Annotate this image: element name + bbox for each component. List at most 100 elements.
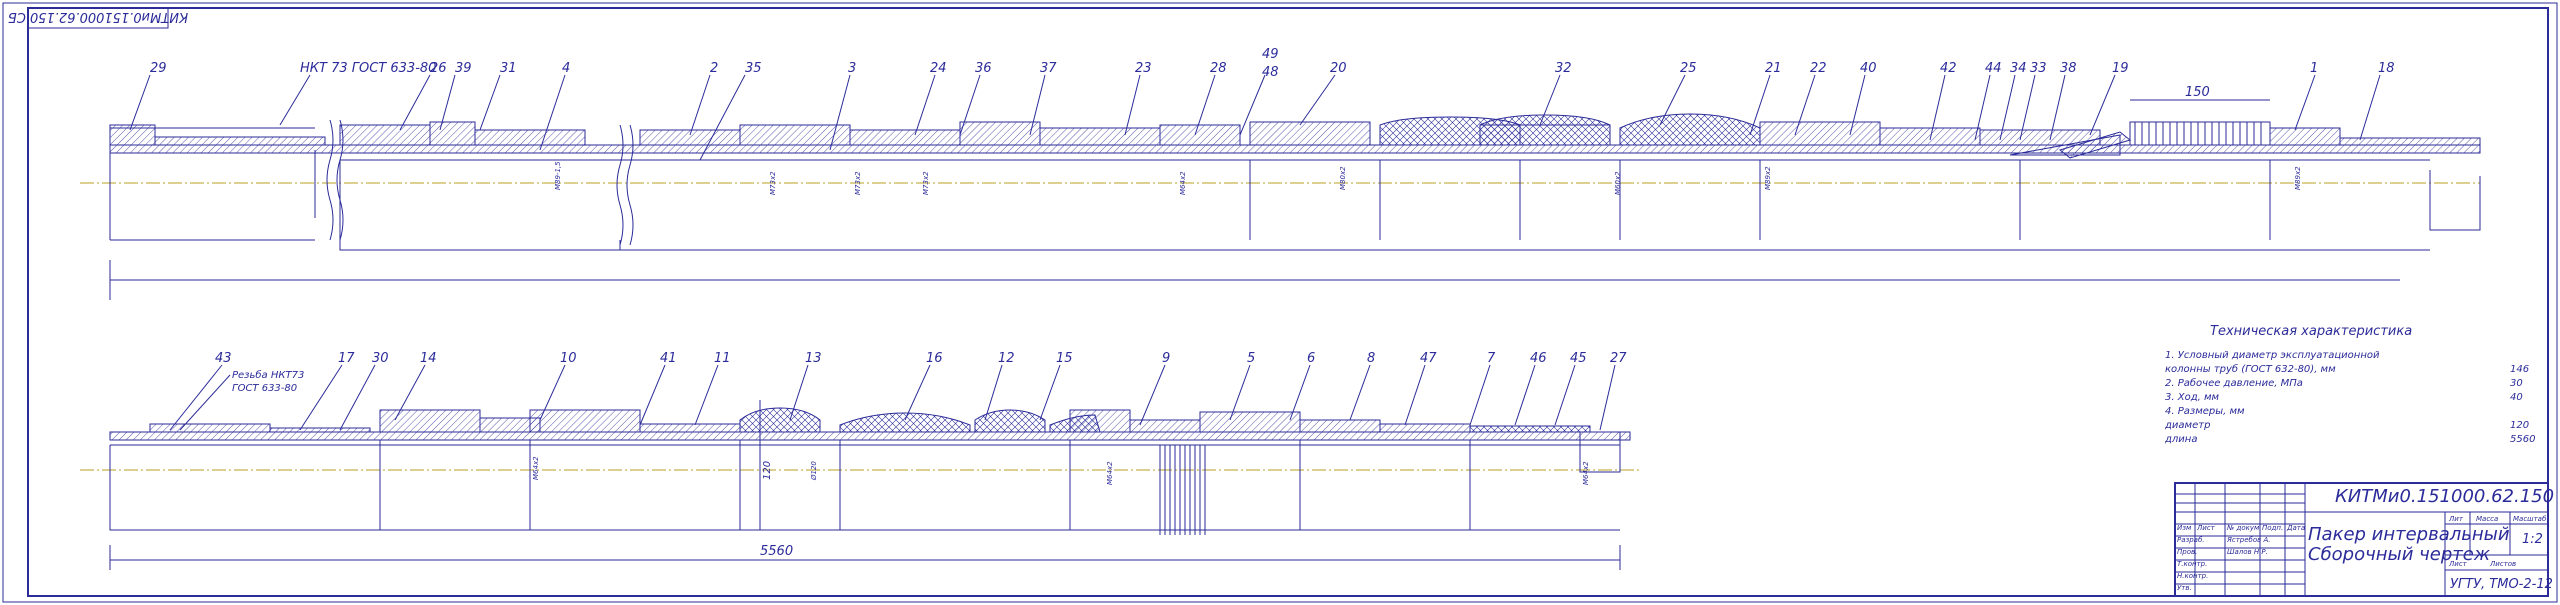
- callout-37: 37: [1040, 61, 1057, 76]
- tb-row-checker: Пров.: [2177, 548, 2197, 556]
- tech-item-label: колонны труб (ГОСТ 632-80), мм: [2165, 363, 2336, 375]
- callout-19: 19: [2112, 61, 2129, 76]
- callout-nkt73: НКТ 73 ГОСТ 633-80: [300, 61, 436, 76]
- callout-48: 48: [1262, 65, 1279, 80]
- dimension-120: 120: [762, 461, 773, 480]
- tech-item-label: длина: [2164, 434, 2197, 445]
- callout-2: 2: [710, 61, 718, 76]
- callout-4: 4: [562, 61, 570, 76]
- tech-item-value: 40: [2510, 392, 2523, 403]
- thread-mark: М89x2: [2294, 166, 2302, 190]
- tb-name-line1: Пакер интервальный: [2308, 524, 2510, 545]
- callout-13: 13: [805, 351, 822, 366]
- tb-col-mass: Масса: [2476, 515, 2498, 523]
- callout-3: 3: [848, 61, 856, 76]
- tb-name-line2: Сборочный чертеж: [2308, 544, 2491, 565]
- bottom-view: [80, 364, 1640, 570]
- thread-mark: М64x2: [1179, 171, 1187, 195]
- callout-28: 28: [1210, 61, 1227, 76]
- callout-17: 17: [338, 351, 355, 366]
- callout-7: 7: [1487, 351, 1496, 366]
- top-thread-marks: М89-1,5 М73x2 М73x2 М73x2 М64x2 М80x2 М6…: [554, 161, 2302, 195]
- tb-row-tcontrol: Т.контр.: [2177, 560, 2207, 568]
- callout-21: 21: [1765, 61, 1782, 76]
- tb-document-code: КИТМи0.151000.62.150 СБ: [2335, 486, 2560, 507]
- tb-sheets: Листов: [2489, 560, 2516, 568]
- callout-27: 27: [1610, 351, 1627, 366]
- tb-row-list: Лист: [2196, 524, 2216, 532]
- thread-mark: М89x2: [1764, 166, 1772, 190]
- tech-spec-title: Техническая характеристика: [2210, 324, 2412, 339]
- tb-organization: УГТУ, ТМО-2-12: [2450, 577, 2553, 592]
- thread-mark: М89-1,5: [554, 161, 562, 190]
- tb-checker-name: Шалов Н.Р.: [2227, 548, 2268, 556]
- tb-col-scale: Масштаб: [2513, 515, 2547, 523]
- tb-row-approved: Утв.: [2177, 584, 2192, 592]
- callout-49: 49: [1262, 47, 1279, 62]
- callout-40: 40: [1860, 61, 1877, 76]
- callout-33: 33: [2030, 61, 2047, 76]
- top-packer-element-2: [1619, 113, 1761, 146]
- thread-mark: М64x2: [532, 456, 540, 480]
- tb-row-sign: Подп.: [2262, 524, 2283, 532]
- callout-20: 20: [1330, 61, 1347, 76]
- thread-mark: М80x2: [1339, 166, 1347, 190]
- callout-24: 24: [930, 61, 947, 76]
- callout-44: 44: [1985, 61, 2002, 76]
- tb-sheet: Лист: [2448, 560, 2468, 568]
- callout-45: 45: [1570, 351, 1587, 366]
- callout-32: 32: [1555, 61, 1572, 76]
- callout-41: 41: [660, 351, 677, 366]
- tb-row-date: Дата: [2286, 524, 2305, 532]
- tb-scale-value: 1:2: [2522, 532, 2543, 547]
- callout-1: 1: [2310, 61, 2318, 76]
- tb-row-developer: Разраб.: [2177, 536, 2205, 544]
- tb-col-lit: Лит: [2448, 515, 2464, 523]
- callout-11: 11: [714, 351, 731, 366]
- dimension-150: 150: [2185, 85, 2210, 100]
- thread-mark: М64x2: [1582, 461, 1590, 485]
- thread-mark: М73x2: [922, 171, 930, 195]
- title-block: Изм Лист № докум. Подп. Дата Разраб. Яст…: [2174, 482, 2560, 597]
- top-spring: [2129, 121, 2271, 146]
- tb-row-izm: Изм: [2177, 524, 2192, 532]
- rotated-stamp: КИТМи0.151000.62.150 СБ: [8, 7, 188, 29]
- callout-39: 39: [455, 61, 472, 76]
- callout-6: 6: [1307, 351, 1315, 366]
- tech-item-value: 5560: [2510, 434, 2535, 445]
- tb-row-ncontrol: Н.контр.: [2177, 572, 2208, 580]
- thread-mark: М73x2: [854, 171, 862, 195]
- dimension-5560: 5560: [760, 544, 793, 559]
- callout-43: 43: [215, 351, 232, 366]
- bottom-packer-element-1: [839, 412, 971, 433]
- top-view: [80, 74, 2481, 300]
- tech-item-value: 30: [2510, 378, 2523, 389]
- tech-item-label: 3. Ход, мм: [2165, 392, 2220, 403]
- rotated-stamp-text: КИТМи0.151000.62.150 СБ: [8, 9, 188, 24]
- callout-36: 36: [975, 61, 992, 76]
- tech-item-value: 146: [2510, 364, 2529, 375]
- callout-30: 30: [372, 351, 389, 366]
- thread-mark: М60x2: [1614, 171, 1622, 195]
- top-callouts: 29 НКТ 73 ГОСТ 633-80 26 39 31 4 2 35 3 …: [150, 47, 2395, 100]
- bottom-thread-marks: М64x2 Ø120 М64x2 М64x2 120 5560: [532, 456, 1590, 559]
- callout-18: 18: [2378, 61, 2395, 76]
- thread-mark: М73x2: [769, 171, 777, 195]
- top-inner-tube: [109, 144, 2481, 154]
- callout-gost: ГОСТ 633-80: [232, 383, 297, 394]
- tech-item-label: 2. Рабочее давление, МПа: [2165, 377, 2303, 389]
- drawing-frame: [27, 7, 2549, 597]
- tech-spec: Техническая характеристика 1. Условный д…: [2164, 324, 2535, 445]
- bottom-callouts: 43 Резьба НКТ73 ГОСТ 633-80 17 30 14 10 …: [215, 351, 1627, 394]
- thread-mark: М64x2: [1106, 461, 1114, 485]
- callout-16: 16: [926, 351, 943, 366]
- callout-29: 29: [150, 61, 167, 76]
- tech-item-value: 120: [2510, 420, 2529, 431]
- tb-row-doc: № докум.: [2226, 524, 2262, 532]
- tech-item-label: диаметр: [2164, 420, 2210, 431]
- callout-46: 46: [1530, 351, 1547, 366]
- thread-mark: Ø120: [810, 461, 818, 481]
- tb-developer-name: Ястребов А.: [2226, 536, 2271, 544]
